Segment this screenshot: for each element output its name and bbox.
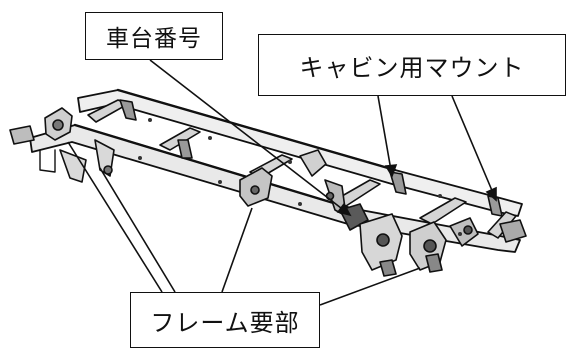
rail-bolts: [138, 118, 462, 236]
vin-label: 車台番号: [106, 26, 202, 52]
vin-label-box: 車台番号: [85, 12, 223, 60]
frame-leader-line-4: [319, 267, 421, 306]
cab-mount-arrowhead-1: [384, 164, 398, 178]
cab-mount-brackets: [119, 99, 503, 217]
frame-main-label: フレーム要部: [150, 308, 300, 337]
cab-mount-label: キャビン用マウント: [299, 53, 525, 82]
cab-mount-leader-line-2: [451, 95, 497, 201]
vin-leader-line: [149, 59, 351, 216]
frame-leader-line-2: [99, 167, 176, 293]
cab-mount-leader-line-1: [377, 95, 393, 177]
rear-hardware: [359, 213, 527, 277]
leader-lines: [67, 59, 497, 306]
cross-members: [87, 99, 517, 239]
cab-mount-arrowhead-2: [485, 186, 497, 202]
frame-leader-line-1: [67, 141, 163, 293]
chassis-frame: [9, 88, 527, 277]
cab-mount-label-box: キャビン用マウント: [258, 34, 566, 96]
front-end-brackets: [9, 107, 115, 183]
vin-leader-arrowhead: [336, 202, 352, 217]
frame-leader-line-3: [221, 207, 253, 293]
frame-main-label-box: フレーム要部: [130, 292, 320, 348]
